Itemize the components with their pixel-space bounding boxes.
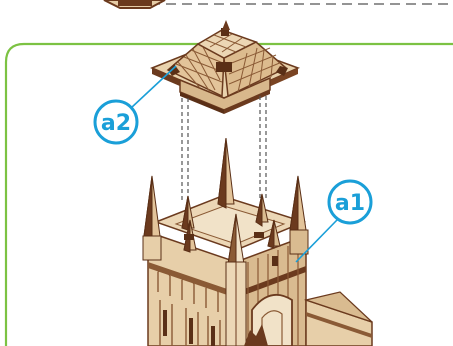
- callout-a2-label: a2: [101, 111, 131, 136]
- previous-step-fragment: [104, 0, 165, 8]
- callout-a1: a1: [329, 181, 371, 223]
- callout-a2: a2: [95, 101, 137, 143]
- callout-a1-label: a1: [335, 191, 365, 216]
- tower-piece: [143, 138, 372, 346]
